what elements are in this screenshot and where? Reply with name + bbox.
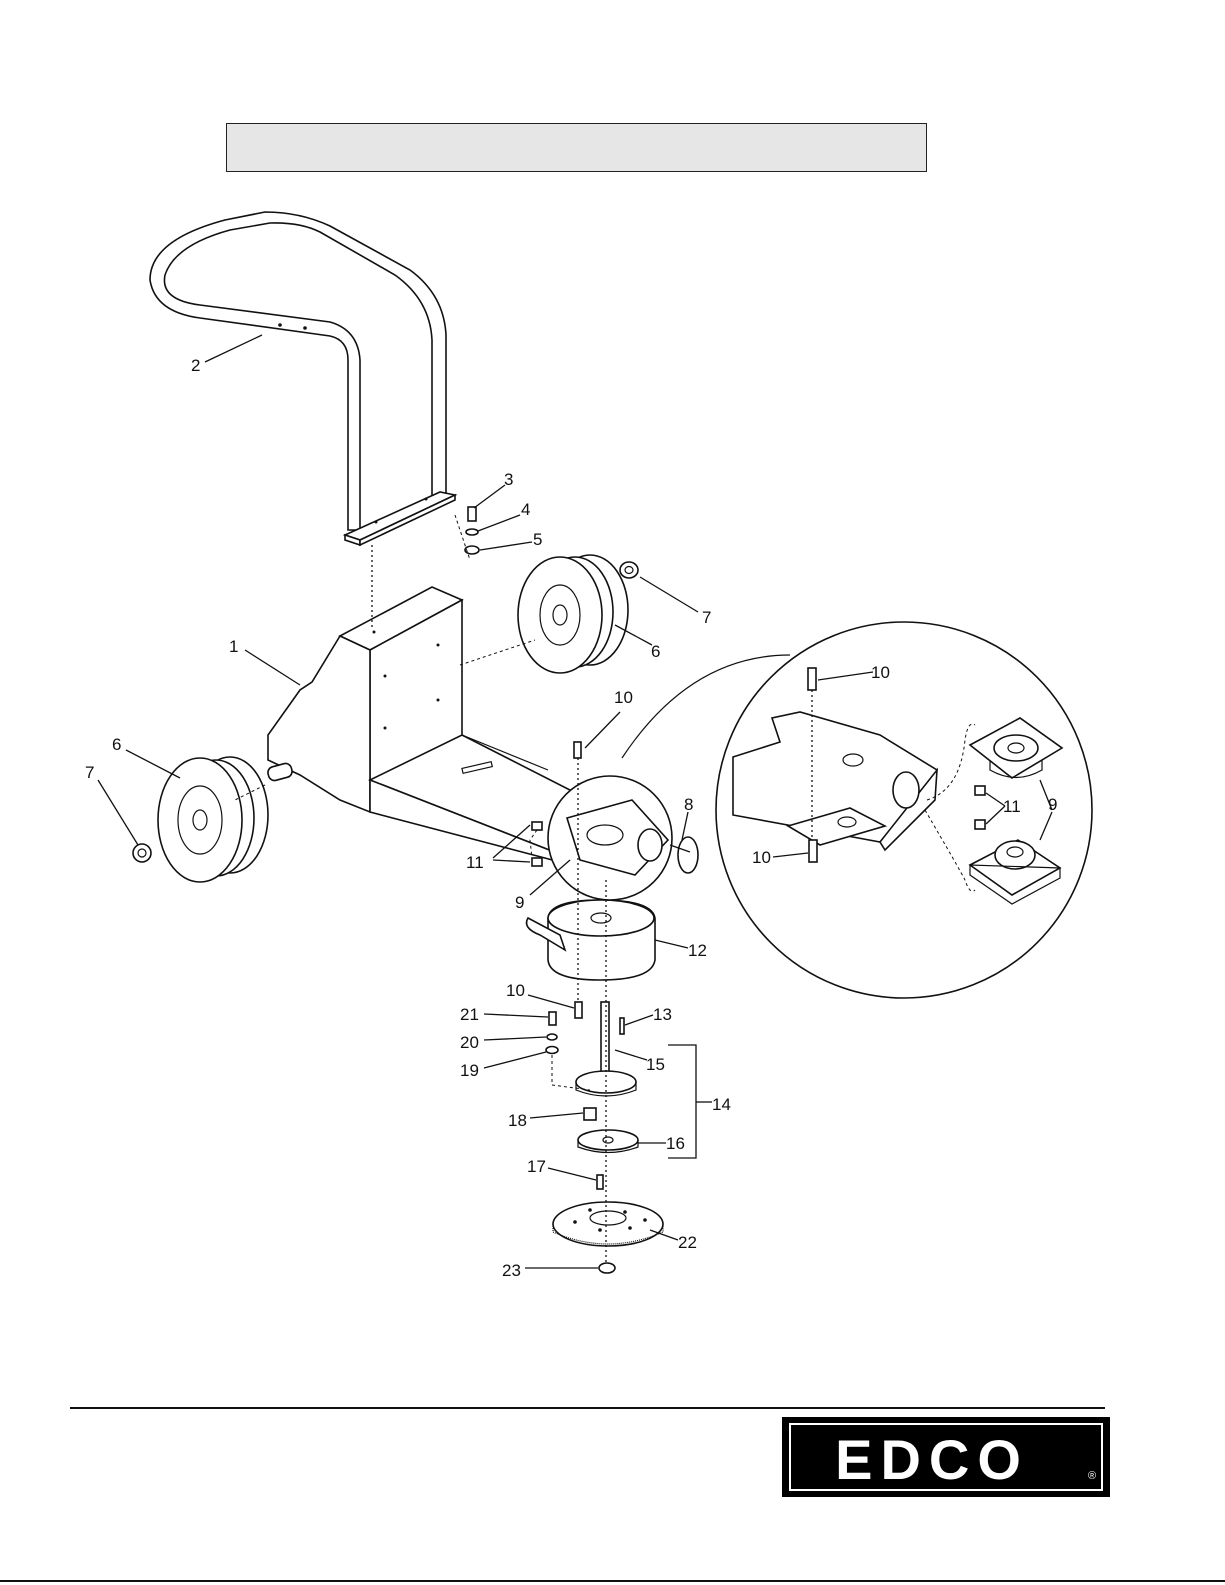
frame-end-detail	[548, 776, 698, 900]
bottom-rule	[0, 1580, 1225, 1582]
bolt-10-top	[574, 742, 581, 758]
callout-16: 16	[666, 1134, 685, 1153]
registered-mark: ®	[1088, 1470, 1096, 1482]
callout-1: 1	[229, 637, 238, 656]
callout-18: 18	[508, 1111, 527, 1130]
nut-11-a	[532, 822, 542, 830]
callout-5: 5	[533, 530, 542, 549]
callout-22: 22	[678, 1233, 697, 1252]
logo-text: EDCO	[835, 1428, 1029, 1491]
wheel-right	[518, 555, 628, 673]
footer-rule	[70, 1407, 1105, 1409]
callout-14: 14	[712, 1095, 731, 1114]
callout-19: 19	[460, 1061, 479, 1080]
callout-9-detail: 9	[1048, 795, 1057, 814]
handle-part	[150, 212, 455, 545]
nut-right-7	[620, 562, 638, 578]
shaft-assembly	[576, 1002, 638, 1189]
housing-part	[527, 900, 656, 980]
callout-6-left: 6	[112, 735, 121, 754]
callout-10-lower: 10	[506, 981, 525, 1000]
callout-10-detail-bottom: 10	[752, 848, 771, 867]
washer-20	[547, 1034, 557, 1040]
bolt-10-lower	[575, 1002, 582, 1018]
callout-10-detail-top: 10	[871, 663, 890, 682]
nut-11-b	[532, 858, 542, 866]
callout-20: 20	[460, 1033, 479, 1052]
callout-4: 4	[521, 500, 530, 519]
callout-23: 23	[502, 1261, 521, 1280]
callout-3: 3	[504, 470, 513, 489]
callout-17: 17	[527, 1157, 546, 1176]
callout-9-main: 9	[515, 893, 524, 912]
edco-logo: EDCO ®	[782, 1417, 1110, 1497]
callout-11-main: 11	[466, 853, 484, 872]
callout-7-left: 7	[85, 763, 94, 782]
washer-19	[546, 1047, 558, 1054]
nut-left-7	[133, 844, 151, 862]
nut-23	[599, 1263, 615, 1273]
grinding-disc	[553, 1202, 663, 1246]
callout-15: 15	[646, 1055, 665, 1074]
bolt-washer-3-4-5	[465, 507, 479, 554]
callout-8: 8	[684, 795, 693, 814]
callout-21: 21	[460, 1005, 479, 1024]
callout-13: 13	[653, 1005, 672, 1024]
callout-6-right: 6	[651, 642, 660, 661]
callout-12: 12	[688, 941, 707, 960]
callout-2: 2	[191, 356, 200, 375]
bolt-21	[549, 1012, 556, 1025]
callout-7-right: 7	[702, 608, 711, 627]
callout-10-frame: 10	[614, 688, 633, 707]
callout-11-detail: 11	[1003, 797, 1021, 816]
